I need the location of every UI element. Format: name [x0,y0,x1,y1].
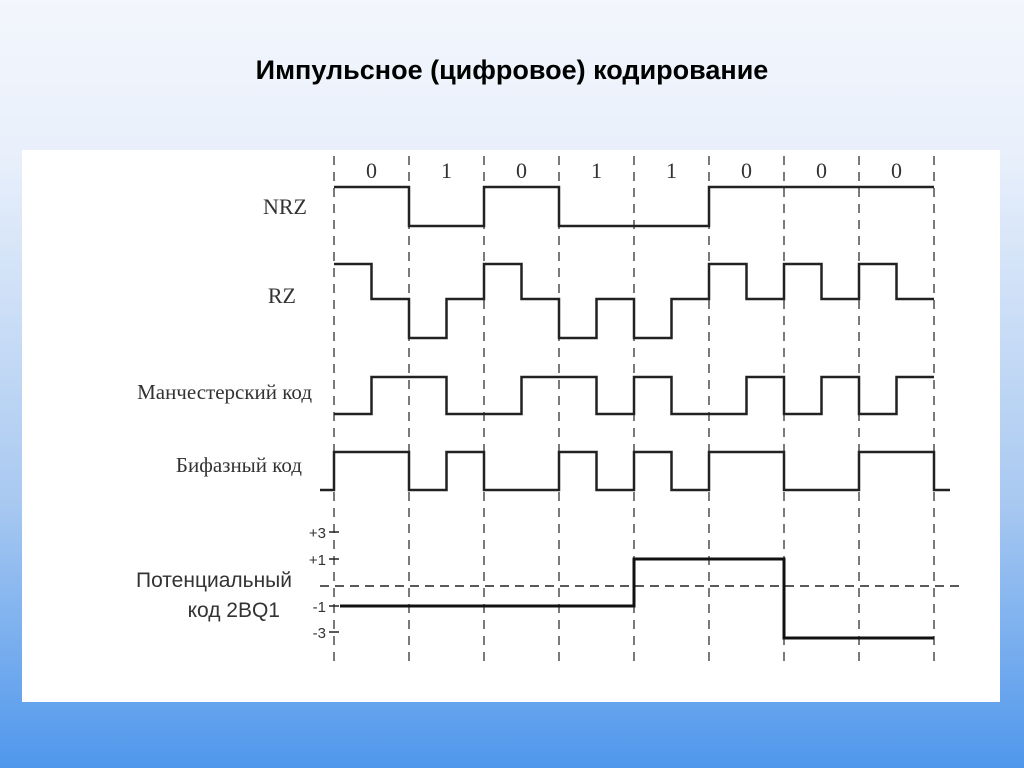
bit-values: 0 1 0 1 1 0 0 0 [366,158,902,183]
rz-waveform [334,262,934,340]
bit-value: 1 [666,158,677,183]
level-tick-label: +1 [309,552,326,569]
bit-value: 0 [516,158,527,183]
biphase-waveform [320,450,950,492]
rz-label: RZ [268,283,296,308]
nrz-waveform [334,185,934,228]
twobq1-label-line2: код 2BQ1 [188,599,280,622]
bit-value: 0 [891,158,902,183]
manchester-label: Манчестерский код [137,380,312,404]
twobq1-waveform [340,557,934,640]
level-tick-label: +3 [309,525,326,542]
bit-value: 1 [591,158,602,183]
level-tick-label: -3 [313,625,326,642]
bit-value: 1 [441,158,452,183]
bit-value: 0 [366,158,377,183]
bit-value: 0 [816,158,827,183]
nrz-label: NRZ [263,194,307,219]
encoding-diagram: 0 1 0 1 1 0 0 0 NRZ RZ Манчестерский код Бифазн… [22,150,1000,702]
slide-title: Импульсное (цифровое) кодирование [255,55,769,85]
manchester-waveform [334,375,934,416]
twobq1-label-line1: Потенциальный [136,569,292,592]
bit-value: 0 [741,158,752,183]
twobq1-level-ticks: +3 +1 -1 -3 [309,525,339,642]
biphase-label: Бифазный код [176,453,302,477]
encoding-diagram-svg: 0 1 0 1 1 0 0 0 NRZ RZ Манчестерский код Бифазн… [136,156,962,668]
level-tick-label: -1 [313,599,326,616]
